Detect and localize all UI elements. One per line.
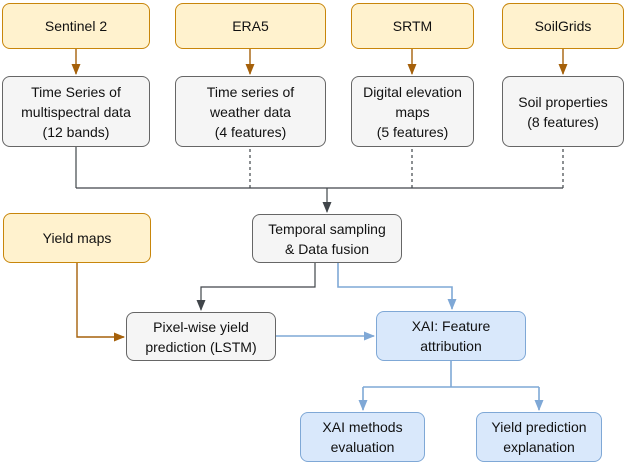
node-xai-attribution: XAI: Feature attribution [376, 311, 526, 361]
node-xai-evaluation: XAI methods evaluation [300, 412, 425, 462]
arrow-temporal-to-pixelwise [196, 263, 316, 311]
node-weather-data: Time series of weather data (4 features) [175, 76, 326, 147]
node-soilgrids: SoilGrids [502, 3, 624, 49]
arrow-yieldmaps-to-pixelwise [76, 263, 125, 342]
node-yield-explanation: Yield prediction explanation [476, 412, 602, 462]
node-elevation-maps: Digital elevation maps (5 features) [351, 76, 474, 147]
arrow-temporal-to-xai [337, 263, 457, 310]
node-soil-properties: Soil properties (8 features) [502, 76, 624, 147]
node-sentinel2: Sentinel 2 [2, 3, 150, 49]
node-srtm: SRTM [351, 3, 474, 49]
node-multispectral-data: Time Series of multispectral data (12 ba… [2, 76, 150, 147]
node-era5: ERA5 [175, 3, 326, 49]
node-temporal-fusion: Temporal sampling & Data fusion [252, 214, 402, 263]
node-yield-maps: Yield maps [3, 213, 151, 263]
node-pixelwise-prediction: Pixel-wise yield prediction (LSTM) [126, 312, 276, 361]
